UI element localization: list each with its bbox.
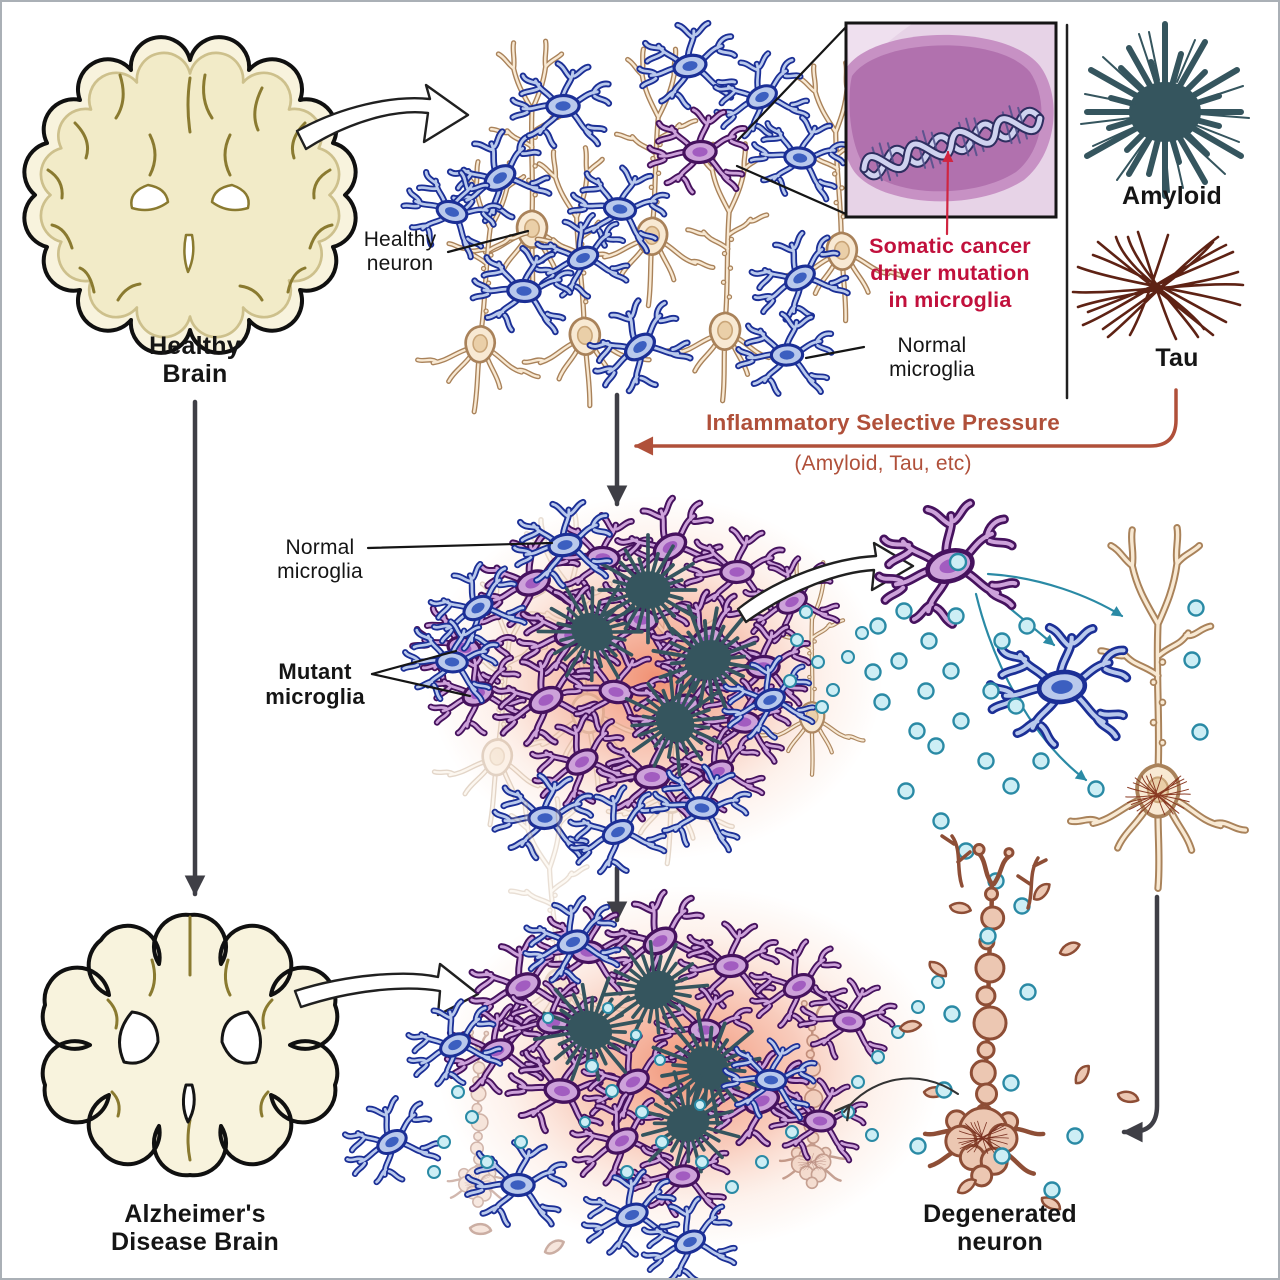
cytokine-dots — [864, 599, 1209, 915]
degenerated-neuron-icon — [898, 834, 1142, 1216]
secretion-detail — [864, 500, 1246, 915]
amyloid-plaque-icon — [1080, 24, 1250, 196]
cytokine-dots — [909, 927, 1084, 1199]
mutant-cluster-tissue — [396, 489, 869, 883]
normal-microglia-icon — [576, 289, 697, 405]
selective-pressure-arrow — [634, 388, 1178, 456]
tau-fibril-icon — [1071, 230, 1245, 341]
neuron-fragment-icon — [467, 1220, 494, 1239]
dna-mutation-inset — [844, 21, 1058, 236]
mutant-microglia-icon — [873, 500, 1018, 630]
alzheimers-brain-icon — [40, 912, 340, 1178]
healthy-brain-icon — [22, 35, 358, 355]
broken-dendrite-icon — [940, 834, 1048, 910]
mutation-pointer-arrow — [942, 150, 954, 236]
healthy-tissue-panel — [391, 23, 908, 417]
normal-microglia-icon — [334, 1090, 444, 1193]
normal-microglia-icon — [705, 47, 812, 147]
cytokine-arrow — [986, 572, 1124, 618]
pyramidal-neuron-icon — [1071, 528, 1246, 889]
amyloid-label: Amyloid — [1121, 182, 1223, 210]
label-leader-lines — [366, 229, 866, 698]
dna-helix-icon — [859, 105, 1045, 182]
selective-pressure-label: Inflammatory Selective Pressure — [706, 410, 1060, 435]
normal-microglia-icon — [640, 23, 735, 107]
magnify-arrow-cluster-to-detail — [736, 541, 915, 624]
normal-microglia-icon — [732, 306, 837, 402]
arrow-neuron-to-degenerated — [1121, 894, 1160, 1143]
cytokine-dots — [783, 605, 869, 714]
cytokine-dot-icon — [948, 552, 968, 572]
magnify-arrow-brain-to-tissue — [295, 83, 470, 151]
neuron-fragment-icon — [541, 1237, 568, 1257]
selective-pressure-sub-label: (Amyloid, Tau, etc) — [794, 452, 972, 475]
arrow-degenerated-to-tissue — [834, 1077, 959, 1122]
inset-zoom-line — [735, 25, 848, 216]
tau-label: Tau — [1155, 344, 1199, 372]
magnify-arrow-adbrain-to-tissue — [293, 962, 480, 1017]
